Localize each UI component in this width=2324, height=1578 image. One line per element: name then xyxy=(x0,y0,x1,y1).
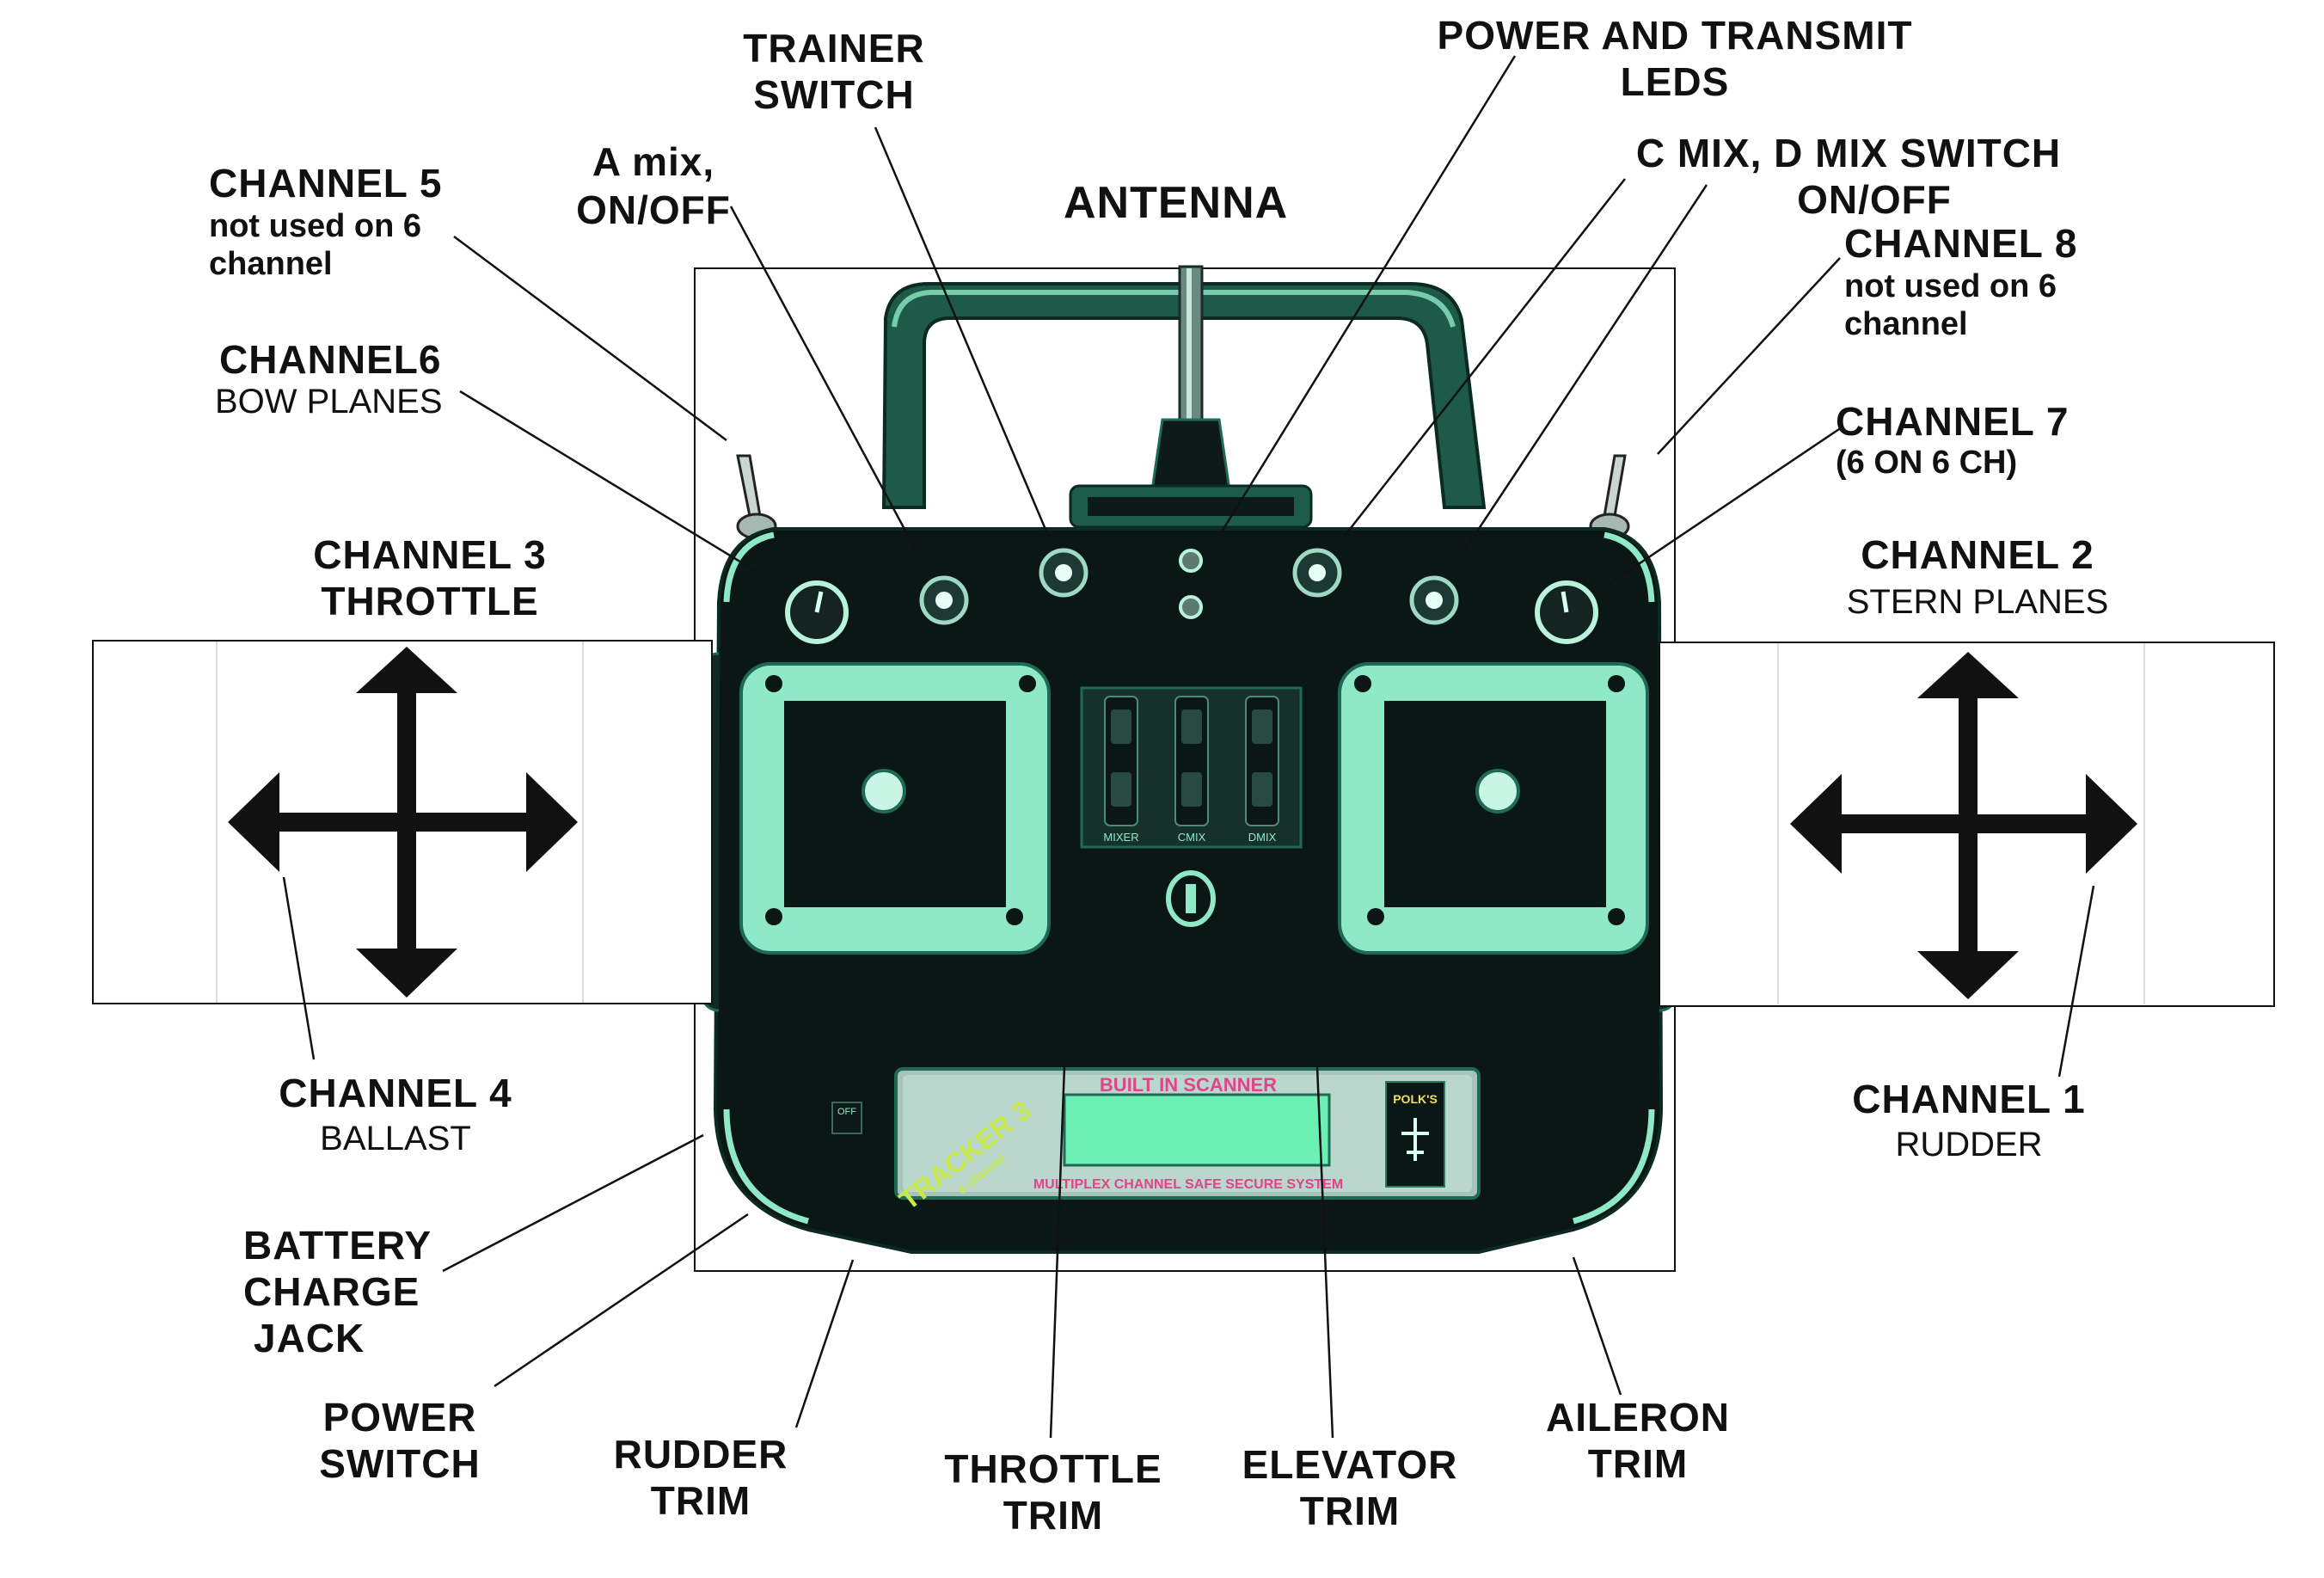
d-mix-switch xyxy=(1409,575,1459,625)
channel-6-knob xyxy=(785,580,849,644)
label-a-mix: A mix, ON/OFF xyxy=(576,139,731,232)
battery-charge-jack: OFF xyxy=(831,1102,862,1134)
leader-power xyxy=(494,1213,749,1388)
label-channel2: CHANNEL 2 STERN PLANES xyxy=(1846,532,2109,621)
leader-elevator-trim xyxy=(1315,1065,1334,1439)
label-rudder-trim: RUDDER TRIM xyxy=(613,1432,788,1523)
leader-lines xyxy=(282,55,2095,1439)
mixer-label-d: DMIX xyxy=(1248,831,1277,844)
leader-channel5 xyxy=(453,235,727,442)
display-header: BUILT IN SCANNER xyxy=(1100,1074,1277,1096)
label-channel5: CHANNEL 5 not used on 6 channel xyxy=(209,161,443,282)
label-channel6: CHANNEL6 BOW PLANES xyxy=(215,337,443,421)
label-channel1: CHANNEL 1 RUDDER xyxy=(1852,1077,2086,1164)
carry-handle xyxy=(881,282,1487,509)
label-power-switch: POWER SWITCH xyxy=(319,1395,481,1486)
leader-aileron-trim xyxy=(1572,1256,1622,1396)
label-antenna: ANTENNA xyxy=(1064,178,1289,228)
leader-trainer xyxy=(874,126,1051,538)
leader-throttle-trim xyxy=(1049,1065,1066,1439)
c-mix-switch xyxy=(1292,548,1342,598)
leader-channel1 xyxy=(2057,885,2095,1078)
mixer-label-a: MIXER xyxy=(1103,831,1138,844)
leader-d-mix xyxy=(1462,184,1708,553)
label-power-transmit-leds: POWER AND TRANSMIT LEDS xyxy=(1437,13,1913,104)
scanner-display xyxy=(1063,1093,1331,1167)
channel-5-toggle xyxy=(736,454,777,540)
right-stick-arrows xyxy=(1659,642,2275,1007)
label-channel8: CHANNEL 8 not used on 6 channel xyxy=(1844,221,2078,342)
mixer-label-c: CMIX xyxy=(1178,831,1206,844)
left-stick-gimbal xyxy=(739,662,1051,955)
leader-rudder-trim xyxy=(794,1259,855,1428)
mixer-switch-panel: MIXER CMIX DMIX xyxy=(1080,686,1303,849)
leader-battery xyxy=(442,1133,704,1273)
leader-a-mix xyxy=(729,206,920,556)
label-elevator-trim: ELEVATOR TRIM xyxy=(1242,1442,1458,1533)
leader-channel6 xyxy=(459,390,779,586)
display-footer: MULTIPLEX CHANNEL SAFE SECURE SYSTEM xyxy=(1033,1177,1343,1192)
right-stick-gimbal xyxy=(1338,662,1649,955)
leader-channel4 xyxy=(282,876,316,1060)
svg-text:OFF: OFF xyxy=(837,1107,856,1117)
antenna-base xyxy=(1150,418,1231,492)
label-trainer-switch: TRAINER SWITCH xyxy=(743,26,925,117)
svg-text:POLK'S: POLK'S xyxy=(1393,1092,1438,1106)
label-channel4: CHANNEL 4 BALLAST xyxy=(279,1071,512,1157)
leader-c-mix xyxy=(1340,178,1626,541)
label-aileron-trim: AILERON TRIM xyxy=(1546,1395,1730,1486)
label-battery-charge-jack: BATTERY CHARGE JACK xyxy=(243,1223,432,1360)
tracker-module: BUILT IN SCANNER MULTIPLEX CHANNEL SAFE … xyxy=(893,1067,1481,1216)
leader-leds xyxy=(1215,55,1517,541)
leader-channel8 xyxy=(1657,257,1841,455)
left-stick-arrows xyxy=(92,640,713,1004)
label-channel7: CHANNEL 7 (6 ON 6 CH) xyxy=(1836,399,2070,481)
label-throttle-trim: THROTTLE TRIM xyxy=(944,1446,1162,1538)
center-connector xyxy=(1166,870,1216,927)
a-mix-switch xyxy=(919,575,969,625)
trainer-switch xyxy=(1039,548,1088,598)
leader-channel7 xyxy=(1607,426,1843,586)
channel-7-knob xyxy=(1535,580,1598,644)
power-transmit-leds xyxy=(1179,549,1203,619)
label-cd-mix: C MIX, D MIX SWITCH ON/OFF xyxy=(1635,131,2062,222)
label-channel3: CHANNEL 3 THROTTLE xyxy=(313,532,547,623)
